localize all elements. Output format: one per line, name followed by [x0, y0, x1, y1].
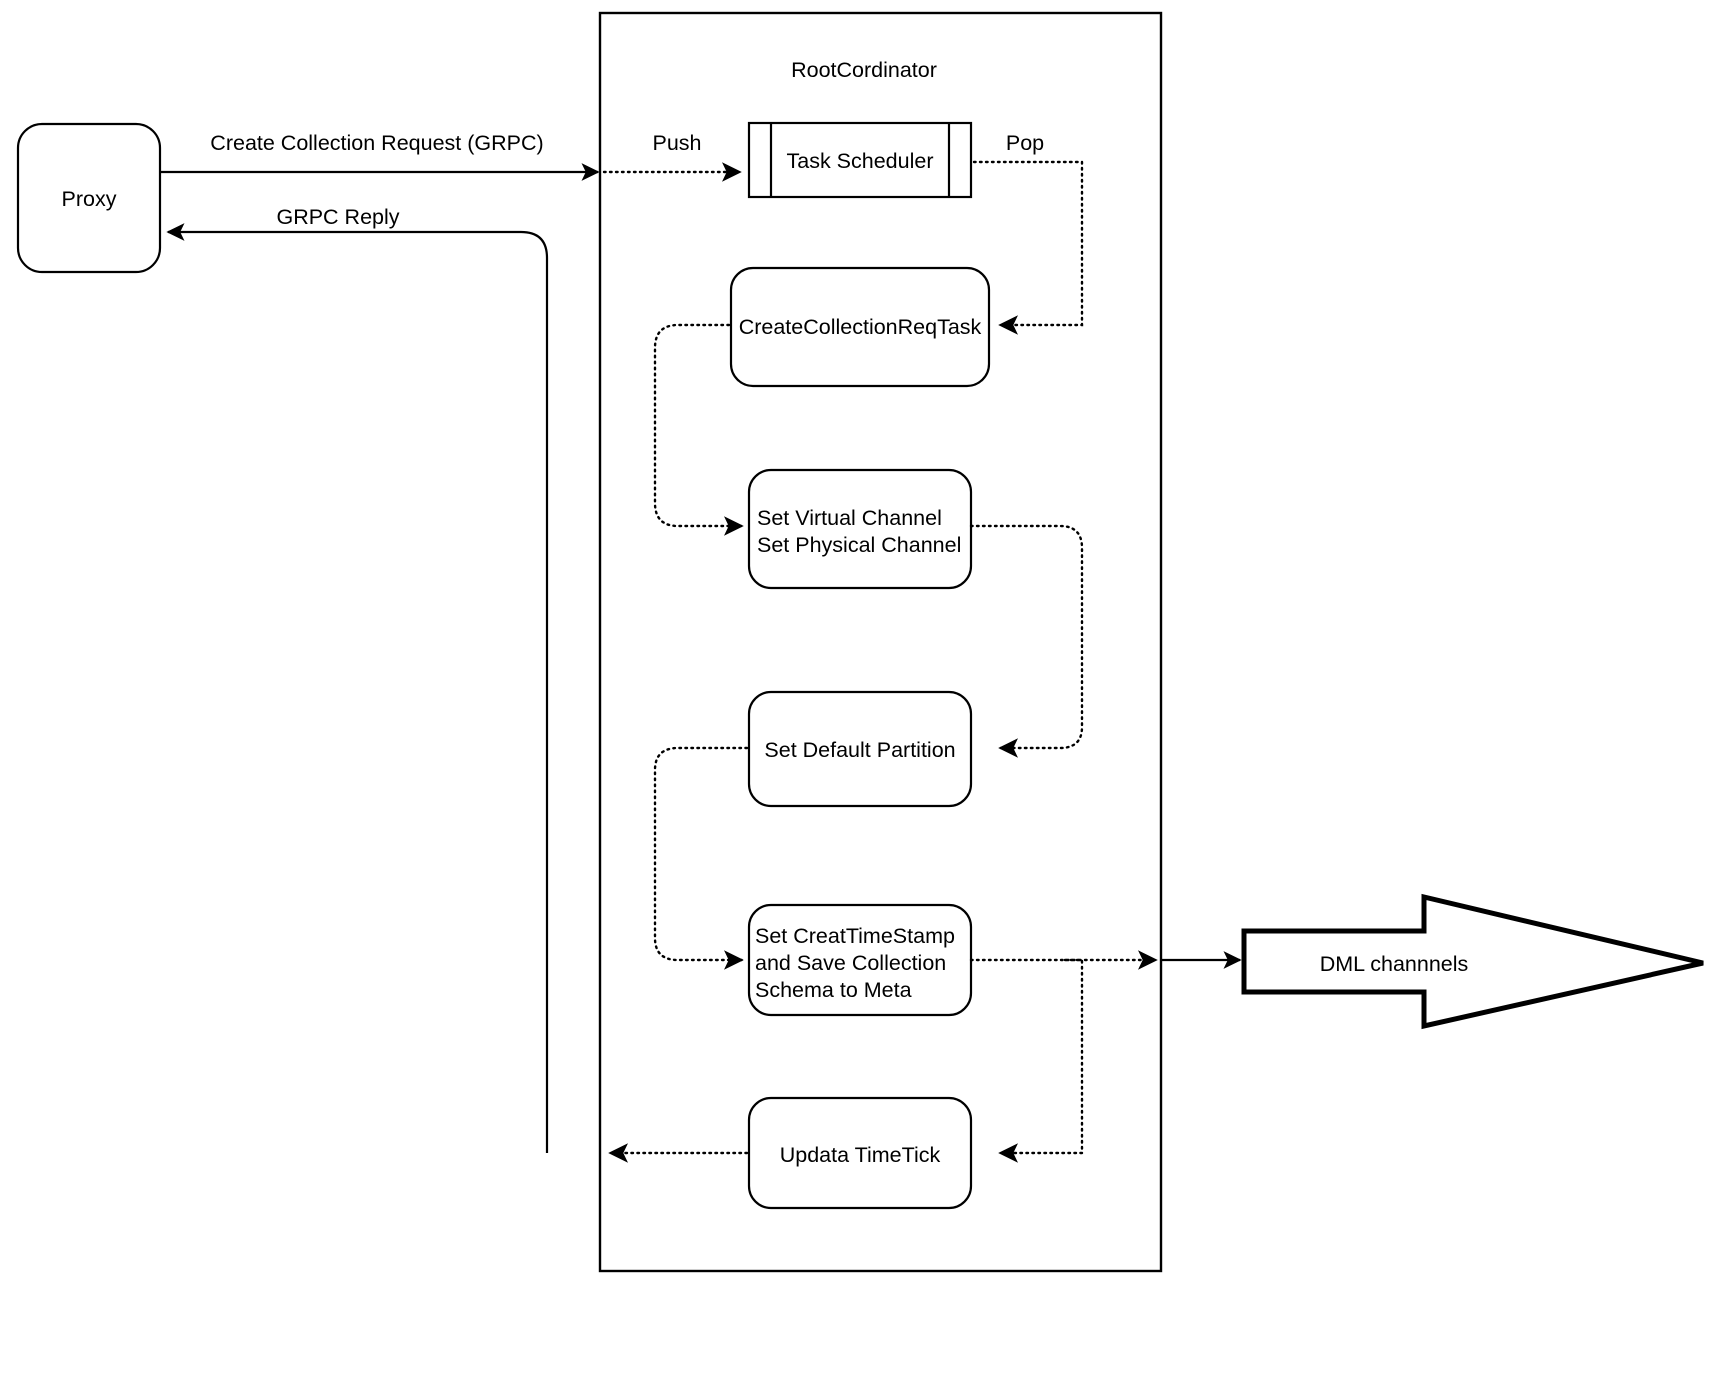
edge-label-grpc-reply: GRPC Reply: [276, 205, 399, 229]
create-collection-req-task-node[interactable]: [729, 266, 991, 388]
edge-partition-to-timestamp: [653, 746, 749, 970]
set-timestamp-label-line2: and Save Collection: [755, 951, 946, 975]
dml-channels-block-arrow[interactable]: [1241, 893, 1704, 1030]
set-default-partition-node[interactable]: [747, 690, 973, 808]
set-timestamp-label-line1: Set CreatTimeStamp: [755, 924, 955, 948]
edge-task-to-channels: [653, 323, 744, 536]
edge-label-create-collection-request: Create Collection Request (GRPC): [210, 131, 543, 155]
proxy-node[interactable]: [16, 122, 162, 274]
proxy-label: Proxy: [62, 187, 117, 211]
rootcordinator-container: [598, 11, 1163, 1273]
task-scheduler-label: Task Scheduler: [787, 149, 934, 173]
task-scheduler-node[interactable]: [747, 121, 973, 199]
edge-grpc-reply: [166, 223, 549, 1153]
edge-channels-to-partition: [969, 524, 1084, 758]
set-channels-label-line1: Set Virtual Channel: [757, 506, 942, 530]
dml-channels-label: DML channnels: [1320, 952, 1469, 976]
set-default-partition-label: Set Default Partition: [764, 738, 955, 762]
update-timetick-label: Updata TimeTick: [780, 1143, 941, 1167]
set-timestamp-label-line3: Schema to Meta: [755, 978, 912, 1002]
update-timetick-node[interactable]: [747, 1096, 973, 1210]
edge-timestamp-to-timetick: [998, 958, 1084, 1163]
edge-label-push: Push: [652, 131, 701, 155]
edge-pop: [972, 160, 1084, 335]
create-collection-req-task-label: CreateCollectionReqTask: [739, 315, 982, 339]
set-channels-node[interactable]: [747, 468, 973, 590]
edge-label-pop: Pop: [1006, 131, 1044, 155]
rootcordinator-title: RootCordinator: [791, 58, 937, 82]
set-channels-label-line2: Set Physical Channel: [757, 533, 961, 557]
